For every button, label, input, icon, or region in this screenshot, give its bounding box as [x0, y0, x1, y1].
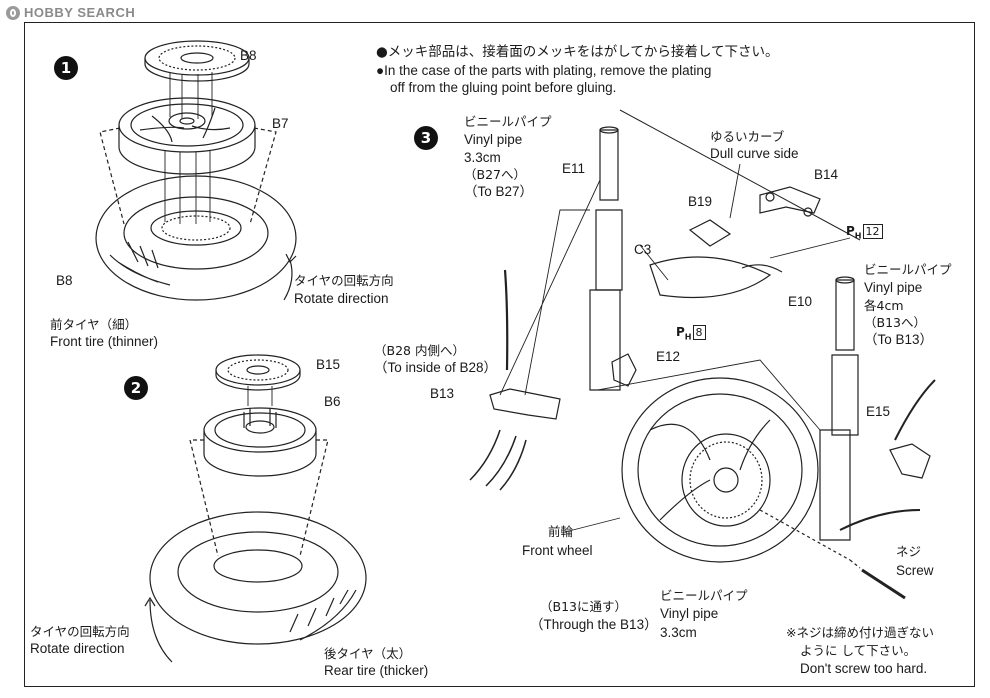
vinyl-pipe-3-en: Vinyl pipe: [660, 606, 719, 621]
plating-icon: PH: [846, 224, 862, 241]
dull-curve-en: Dull curve side: [710, 146, 799, 161]
vinyl-pipe-2-target-jp: （B13へ）: [864, 315, 926, 330]
step-1-badge: 1: [54, 56, 78, 80]
vinyl-pipe-2-en: Vinyl pipe: [864, 280, 923, 295]
front-tire-en: Front tire (thinner): [50, 334, 159, 349]
plating-part-12-number: 12: [862, 224, 883, 239]
through-b13-jp: （B13に通す）: [540, 599, 627, 614]
label-b8-bottom: B8: [56, 273, 73, 288]
label-b19: B19: [688, 194, 713, 209]
step-3-badge: 3: [414, 126, 438, 150]
rear-tire-en: Rear tire (thicker): [324, 663, 429, 678]
vinyl-pipe-2-length: 各4cm: [864, 298, 904, 313]
rear-tire-jp: 後タイヤ（太）: [324, 646, 412, 661]
label-e12: E12: [656, 349, 681, 364]
vinyl-pipe-1-jp: ビニールパイプ: [464, 114, 552, 129]
plating-note-en-line2: off from the gluing point before gluing.: [390, 80, 617, 95]
watermark-text: HOBBY SEARCH: [24, 5, 136, 20]
front-wheel-jp: 前輪: [548, 524, 574, 539]
front-rotate-direction-en: Rotate direction: [294, 291, 389, 306]
front-rotate-direction-jp: タイヤの回転方向: [294, 273, 394, 288]
dull-curve-jp: ゆるいカーブ: [710, 129, 785, 144]
screw-en: Screw: [896, 563, 934, 578]
b28-inside-en: （To inside of B28）: [374, 360, 498, 375]
label-b7: B7: [272, 116, 289, 131]
plating-icon: PH: [676, 325, 692, 342]
screw-caution-jp-line2: ように して下さい。: [800, 643, 917, 658]
front-wheel-en: Front wheel: [522, 543, 593, 558]
vinyl-pipe-1-target-en: （To B27）: [464, 184, 534, 199]
watermark: HOBBY SEARCH: [6, 5, 135, 20]
plating-part-8-number: 8: [692, 325, 706, 340]
vinyl-pipe-1-target-jp: （B27へ）: [464, 167, 526, 182]
front-tire-jp: 前タイヤ（細）: [50, 317, 138, 332]
rear-rotate-direction-en: Rotate direction: [30, 641, 125, 656]
label-b15: B15: [316, 357, 341, 372]
label-b8-top: B8: [240, 48, 257, 63]
screw-jp: ネジ: [896, 544, 922, 559]
b28-inside-jp: （B28 内側へ）: [374, 343, 465, 358]
instruction-frame: [24, 22, 975, 687]
vinyl-pipe-3-length: 3.3cm: [660, 625, 697, 640]
rear-rotate-direction-jp: タイヤの回転方向: [30, 624, 130, 639]
label-b6: B6: [324, 394, 341, 409]
step3-drawing: [469, 109, 936, 600]
step2-drawing: [144, 354, 367, 663]
vinyl-pipe-3-jp: ビニールパイプ: [660, 588, 748, 603]
plating-note-en-line1: ●In the case of the parts with plating, …: [376, 63, 712, 78]
label-b13: B13: [430, 386, 455, 401]
label-e11: E11: [562, 161, 586, 176]
step-2-badge: 2: [124, 376, 148, 400]
plating-note-jp: ●メッキ部品は、接着面のメッキをはがしてから接着して下さい。: [376, 44, 779, 60]
vinyl-pipe-1-length: 3.3cm: [464, 150, 501, 165]
screw-caution-en: Don't screw too hard.: [800, 661, 928, 676]
label-b14: B14: [814, 167, 839, 182]
vinyl-pipe-1-en: Vinyl pipe: [464, 132, 523, 147]
step1-drawing: [95, 40, 297, 301]
vinyl-pipe-2-jp: ビニールパイプ: [864, 262, 952, 277]
label-c3: C3: [634, 242, 652, 257]
vinyl-pipe-2-target-en: （To B13）: [864, 332, 934, 347]
label-e10: E10: [788, 294, 813, 309]
label-e15: E15: [866, 404, 891, 419]
watermark-logo-icon: [6, 5, 20, 20]
screw-caution-jp-line1: ※ネジは締め付け過ぎない: [786, 625, 934, 640]
through-b13-en: （Through the B13）: [530, 617, 658, 632]
